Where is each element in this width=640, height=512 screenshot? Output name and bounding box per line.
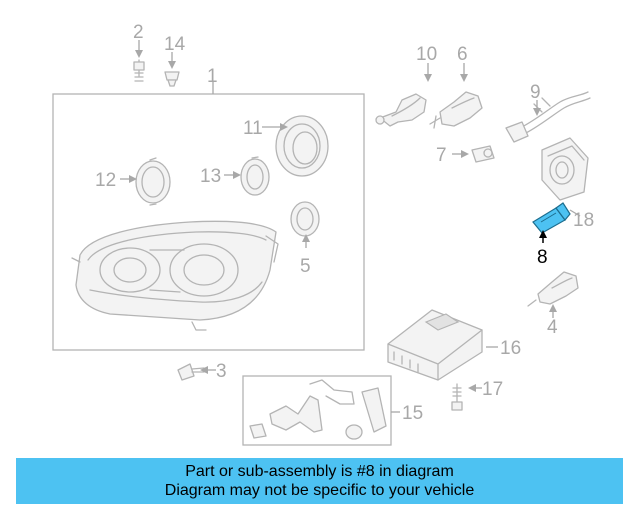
- bulb-part-6: [429, 91, 483, 129]
- ring-part-13: [240, 156, 270, 196]
- callout-14: 14: [164, 34, 186, 55]
- callout-11: 11: [243, 118, 263, 139]
- wiring-harness-part-9: [505, 91, 591, 143]
- callout-10: 10: [416, 44, 437, 65]
- callout-16: 16: [500, 338, 521, 359]
- control-unit-part-16: [387, 309, 483, 381]
- cover-cap-part-5: [290, 201, 320, 237]
- callout-9: 9: [530, 82, 541, 103]
- callout-6: 6: [457, 44, 468, 65]
- parts-diagram: 1 11 12 13 5: [52, 22, 594, 446]
- callout-8: 8: [537, 247, 548, 268]
- callout-5: 5: [300, 256, 311, 277]
- ring-part-12: [135, 157, 171, 206]
- headlamp-housing: [71, 220, 279, 331]
- headlamp-assembly-box: [52, 93, 365, 351]
- cover-part-18: [541, 137, 589, 201]
- clip-part-14: [164, 71, 180, 87]
- info-banner: Part or sub-assembly is #8 in diagram Di…: [16, 458, 623, 504]
- banner-line-2: Diagram may not be specific to your vehi…: [164, 482, 475, 499]
- bulb-part-7: [471, 145, 495, 163]
- callout-15: 15: [402, 403, 423, 424]
- bolt-part-17: [451, 383, 463, 411]
- bulb-part-8-highlighted[interactable]: [532, 202, 571, 234]
- screw-part-3: [177, 363, 205, 381]
- callout-17: 17: [482, 379, 503, 400]
- callout-12: 12: [95, 170, 116, 191]
- callout-7: 7: [436, 145, 447, 166]
- adjusting-ring-part-11: [275, 115, 329, 177]
- bulb-part-4: [527, 271, 579, 307]
- callout-2: 2: [133, 22, 144, 43]
- screw-part-2: [133, 59, 145, 82]
- callout-1: 1: [207, 66, 218, 87]
- callout-3: 3: [216, 361, 227, 382]
- bracket-kit-box: [242, 375, 392, 446]
- callout-4: 4: [547, 317, 558, 338]
- banner-line-1: Part or sub-assembly is #8 in diagram: [185, 463, 454, 480]
- callout-13: 13: [200, 166, 221, 187]
- bracket-kit-parts-15: [249, 379, 387, 440]
- callout-18: 18: [573, 210, 594, 231]
- bulb-part-10: [375, 93, 427, 127]
